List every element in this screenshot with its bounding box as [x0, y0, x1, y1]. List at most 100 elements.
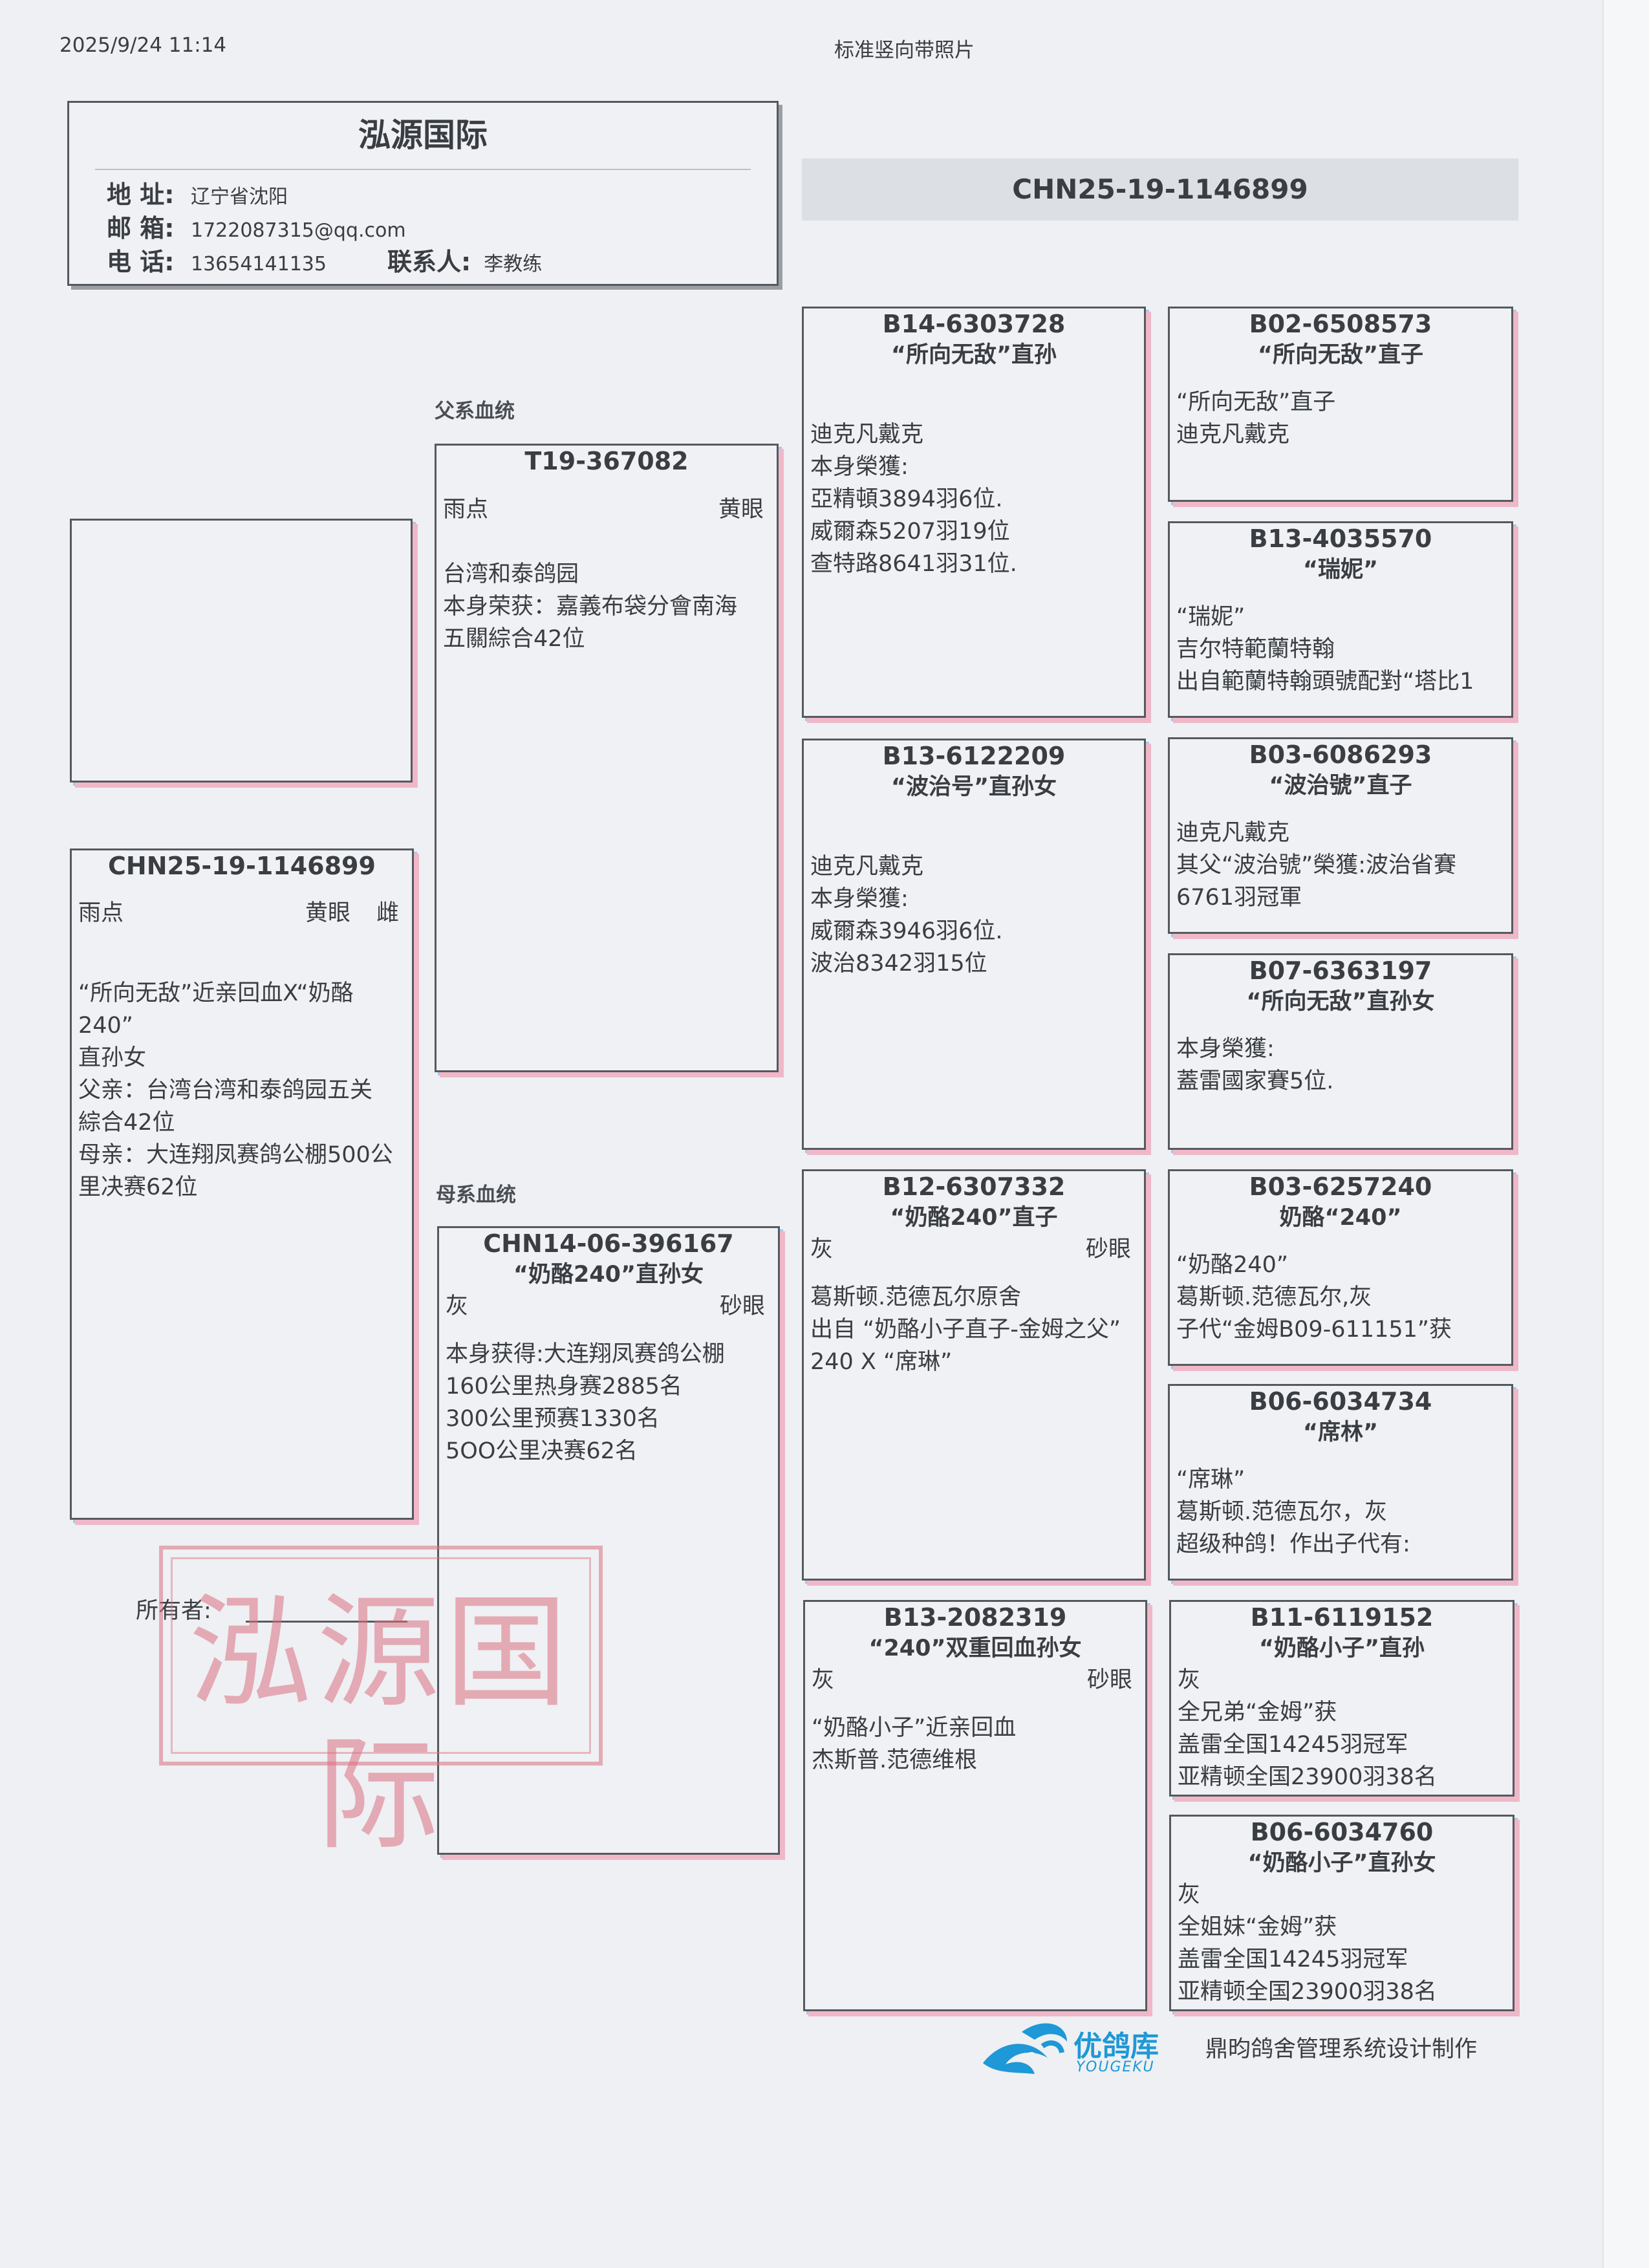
subject-note: “所向无敌”近亲回血X“奶酪240” 直孙女 父亲：台湾台湾和泰鸽园五关 綜合4…: [78, 980, 393, 1200]
logo-english: YOUGEKU: [1076, 2059, 1155, 2075]
grandparent-eye: 砂眼: [1085, 1237, 1131, 1262]
great-grandparent-note: 全兄弟“金姆”获 盖雷全国14245羽冠军 亚精顿全国23900羽38名: [1178, 1700, 1437, 1790]
sire-card: T19-367082 雨点 黄眼 台湾和泰鸽园 本身荣获：嘉義布袋分會南海 五關…: [435, 444, 779, 1072]
great-grandparent-title: “所向无敌”直孙女: [1246, 989, 1435, 1015]
subject-sex: 雌: [376, 900, 399, 926]
great-grandparent-note: “奶酪240” 葛斯顿.范德瓦尔,灰 子代“金姆B09-611151”获: [1176, 1252, 1452, 1343]
great-grandparent-ring: B06-6034760: [1250, 1818, 1434, 1846]
great-grandparent-card: B11-6119152 “奶酪小子”直孙 灰 全兄弟“金姆”获 盖雷全国1424…: [1169, 1600, 1514, 1797]
great-grandparent-ring: B06-6034734: [1249, 1387, 1432, 1416]
great-grandparent-note: “所向无敌”直子 迪克凡戴克: [1176, 389, 1336, 448]
print-datetime: 2025/9/24 11:14: [59, 34, 227, 57]
contact-label: 联系人:: [387, 248, 471, 276]
dam-traits: 灰 砂眼: [439, 1290, 778, 1323]
divider: [95, 169, 751, 170]
great-grandparent-note: “席琳” 葛斯顿.范德瓦尔，灰 超级种鸽！作出子代有:: [1176, 1467, 1410, 1557]
ring-banner: CHN25-19-1146899: [802, 158, 1518, 221]
phone-label: 电 话:: [107, 248, 175, 276]
stamp-text: 泓源国际: [188, 1581, 573, 1866]
great-grandparent-card: B03-6086293 “波治號”直子 迪克凡戴克 其父“波治號”榮獲:波治省賽…: [1168, 737, 1513, 934]
contact-row: 联系人: 李教练: [387, 246, 542, 280]
grandparent-title: “波治号”直孙女: [890, 774, 1057, 800]
dam-card: CHN14-06-396167 “奶酪240”直孙女 灰 砂眼 本身获得:大连翔…: [437, 1226, 780, 1855]
great-grandparent-note: “瑞妮” 吉尔特範蘭特翰 出自範蘭特翰頭號配對“塔比1: [1176, 604, 1474, 695]
great-grandparent-card: B03-6257240 奶酪“240” “奶酪240” 葛斯顿.范德瓦尔,灰 子…: [1168, 1169, 1513, 1366]
grandparent-color: 灰: [810, 1237, 834, 1262]
great-grandparent-ring: B03-6257240: [1249, 1172, 1432, 1201]
email-label: 邮 箱:: [107, 214, 175, 243]
wave-bird-logo-icon: [983, 2023, 1067, 2074]
great-grandparent-title: 奶酪“240”: [1279, 1205, 1402, 1231]
photo-frame: [70, 519, 413, 783]
dam-eye: 砂眼: [719, 1293, 765, 1319]
scan-edge: [1602, 0, 1649, 2268]
dam-ring: CHN14-06-396167: [483, 1229, 734, 1258]
document-title: 标准竖向带照片: [834, 39, 975, 62]
grandparent-eye: 砂眼: [1086, 1667, 1132, 1693]
logo-name: 优鸽库: [1073, 2030, 1159, 2063]
phone-value: 13654141135: [191, 253, 327, 275]
grandparent-color: 灰: [812, 1667, 835, 1693]
address-label: 地 址:: [107, 180, 175, 209]
grandparent-ring: B12-6307332: [882, 1172, 1066, 1201]
grandparent-note: 葛斯顿.范德瓦尔原舍 出自 “奶酪小子直子-金姆之父” 240 X “席琳”: [810, 1284, 1121, 1375]
great-grandparent-title: “所向无敌”直子: [1257, 342, 1423, 368]
great-grandparent-note: 本身榮獲: 蓋雷國家賽5位.: [1176, 1036, 1334, 1094]
dam-title: “奶酪240”直孙女: [513, 1262, 704, 1288]
great-grandparent-ring: B11-6119152: [1250, 1603, 1434, 1632]
grandparent-note: 迪克凡戴克 本身榮獲: 亞精頓3894羽6位. 威爾森5207羽19位 查特路8…: [810, 422, 1017, 577]
great-grandparent-card: B06-6034760 “奶酪小子”直孙女 灰 全姐妹“金姆”获 盖雷全国142…: [1169, 1815, 1514, 2011]
owner-signature-line: [246, 1621, 407, 1623]
sire-note: 台湾和泰鸽园 本身荣获：嘉義布袋分會南海 五關綜合42位: [443, 561, 738, 652]
maker-credit: 鼎昀鸽舍管理系统设计制作: [1205, 2036, 1478, 2062]
grandparent-traits: 灰 砂眼: [804, 1233, 1144, 1266]
stamp-inner-border: [171, 1557, 591, 1754]
great-grandparent-ring: B02-6508573: [1249, 310, 1432, 338]
great-grandparent-title: “瑞妮”: [1302, 557, 1378, 583]
great-grandparent-color: 灰: [1178, 1882, 1201, 1908]
great-grandparent-card: B06-6034734 “席林” “席琳” 葛斯顿.范德瓦尔，灰 超级种鸽！作出…: [1168, 1384, 1513, 1581]
subject-color: 雨点: [78, 900, 124, 926]
address-value: 辽宁省沈阳: [191, 186, 288, 208]
sire-line-label: 父系血统: [435, 400, 515, 423]
sire-traits: 雨点 黄眼: [436, 493, 777, 526]
dam-line-label: 母系血统: [436, 1183, 516, 1207]
loft-details: 地 址:辽宁省沈阳 邮 箱:1722087315@qq.com 电 话:1365…: [107, 179, 406, 280]
grandparent-note: 迪克凡戴克 本身榮獲: 威爾森3946羽6位. 波治8342羽15位: [810, 854, 1003, 977]
subject-ring: CHN25-19-1146899: [108, 852, 376, 880]
grandparent-card: B14-6303728 “所向无敌”直孙 迪克凡戴克 本身榮獲: 亞精頓3894…: [802, 307, 1146, 718]
great-grandparent-note: 全姐妹“金姆”获 盖雷全国14245羽冠军 亚精顿全国23900羽38名: [1178, 1914, 1437, 2005]
loft-info-card: 泓源国际 地 址:辽宁省沈阳 邮 箱:1722087315@qq.com 电 话…: [67, 101, 779, 286]
subject-card: CHN25-19-1146899 雨点 黄眼雌 “所向无敌”近亲回血X“奶酪24…: [70, 848, 414, 1520]
great-grandparent-ring: B07-6363197: [1249, 956, 1432, 985]
grandparent-ring: B14-6303728: [882, 310, 1066, 338]
great-grandparent-title: “奶酪小子”直孙女: [1247, 1850, 1436, 1876]
great-grandparent-title: “奶酪小子”直孙: [1258, 1636, 1425, 1661]
sire-eye: 黄眼: [718, 497, 764, 523]
great-grandparent-note: 迪克凡戴克 其父“波治號”榮獲:波治省賽 6761羽冠軍: [1176, 820, 1457, 911]
great-grandparent-ring: B03-6086293: [1249, 740, 1432, 769]
grandparent-title: “奶酪240”直子: [890, 1205, 1058, 1231]
grandparent-ring: B13-2082319: [883, 1603, 1067, 1632]
grandparent-ring: B13-6122209: [882, 742, 1066, 770]
sire-color: 雨点: [443, 497, 489, 523]
grandparent-card: B13-2082319 “240”双重回血孙女 灰 砂眼 “奶酪小子”近亲回血 …: [803, 1600, 1147, 2011]
contact-value: 李教练: [484, 253, 543, 275]
grandparent-card: B12-6307332 “奶酪240”直子 灰 砂眼 葛斯顿.范德瓦尔原舍 出自…: [802, 1169, 1146, 1581]
great-grandparent-card: B02-6508573 “所向无敌”直子 “所向无敌”直子 迪克凡戴克: [1168, 307, 1513, 502]
great-grandparent-ring: B13-4035570: [1249, 524, 1432, 553]
loft-name: 泓源国际: [358, 116, 488, 154]
great-grandparent-card: B07-6363197 “所向无敌”直孙女 本身榮獲: 蓋雷國家賽5位.: [1168, 953, 1513, 1150]
owner-label: 所有者:: [136, 1598, 211, 1624]
subject-eye: 黄眼: [305, 900, 350, 926]
great-grandparent-title: “波治號”直子: [1269, 773, 1412, 799]
loft-stamp: 泓源国际: [159, 1546, 603, 1866]
great-grandparent-title: “席林”: [1302, 1420, 1378, 1445]
great-grandparent-card: B13-4035570 “瑞妮” “瑞妮” 吉尔特範蘭特翰 出自範蘭特翰頭號配對…: [1168, 521, 1513, 718]
dam-color: 灰: [446, 1293, 469, 1319]
grandparent-title: “所向无敌”直孙: [890, 342, 1057, 368]
subject-traits: 雨点 黄眼雌: [72, 897, 412, 929]
grandparent-title: “240”双重回血孙女: [868, 1636, 1082, 1661]
sire-ring: T19-367082: [524, 447, 689, 475]
grandparent-traits: 灰 砂眼: [805, 1664, 1145, 1696]
